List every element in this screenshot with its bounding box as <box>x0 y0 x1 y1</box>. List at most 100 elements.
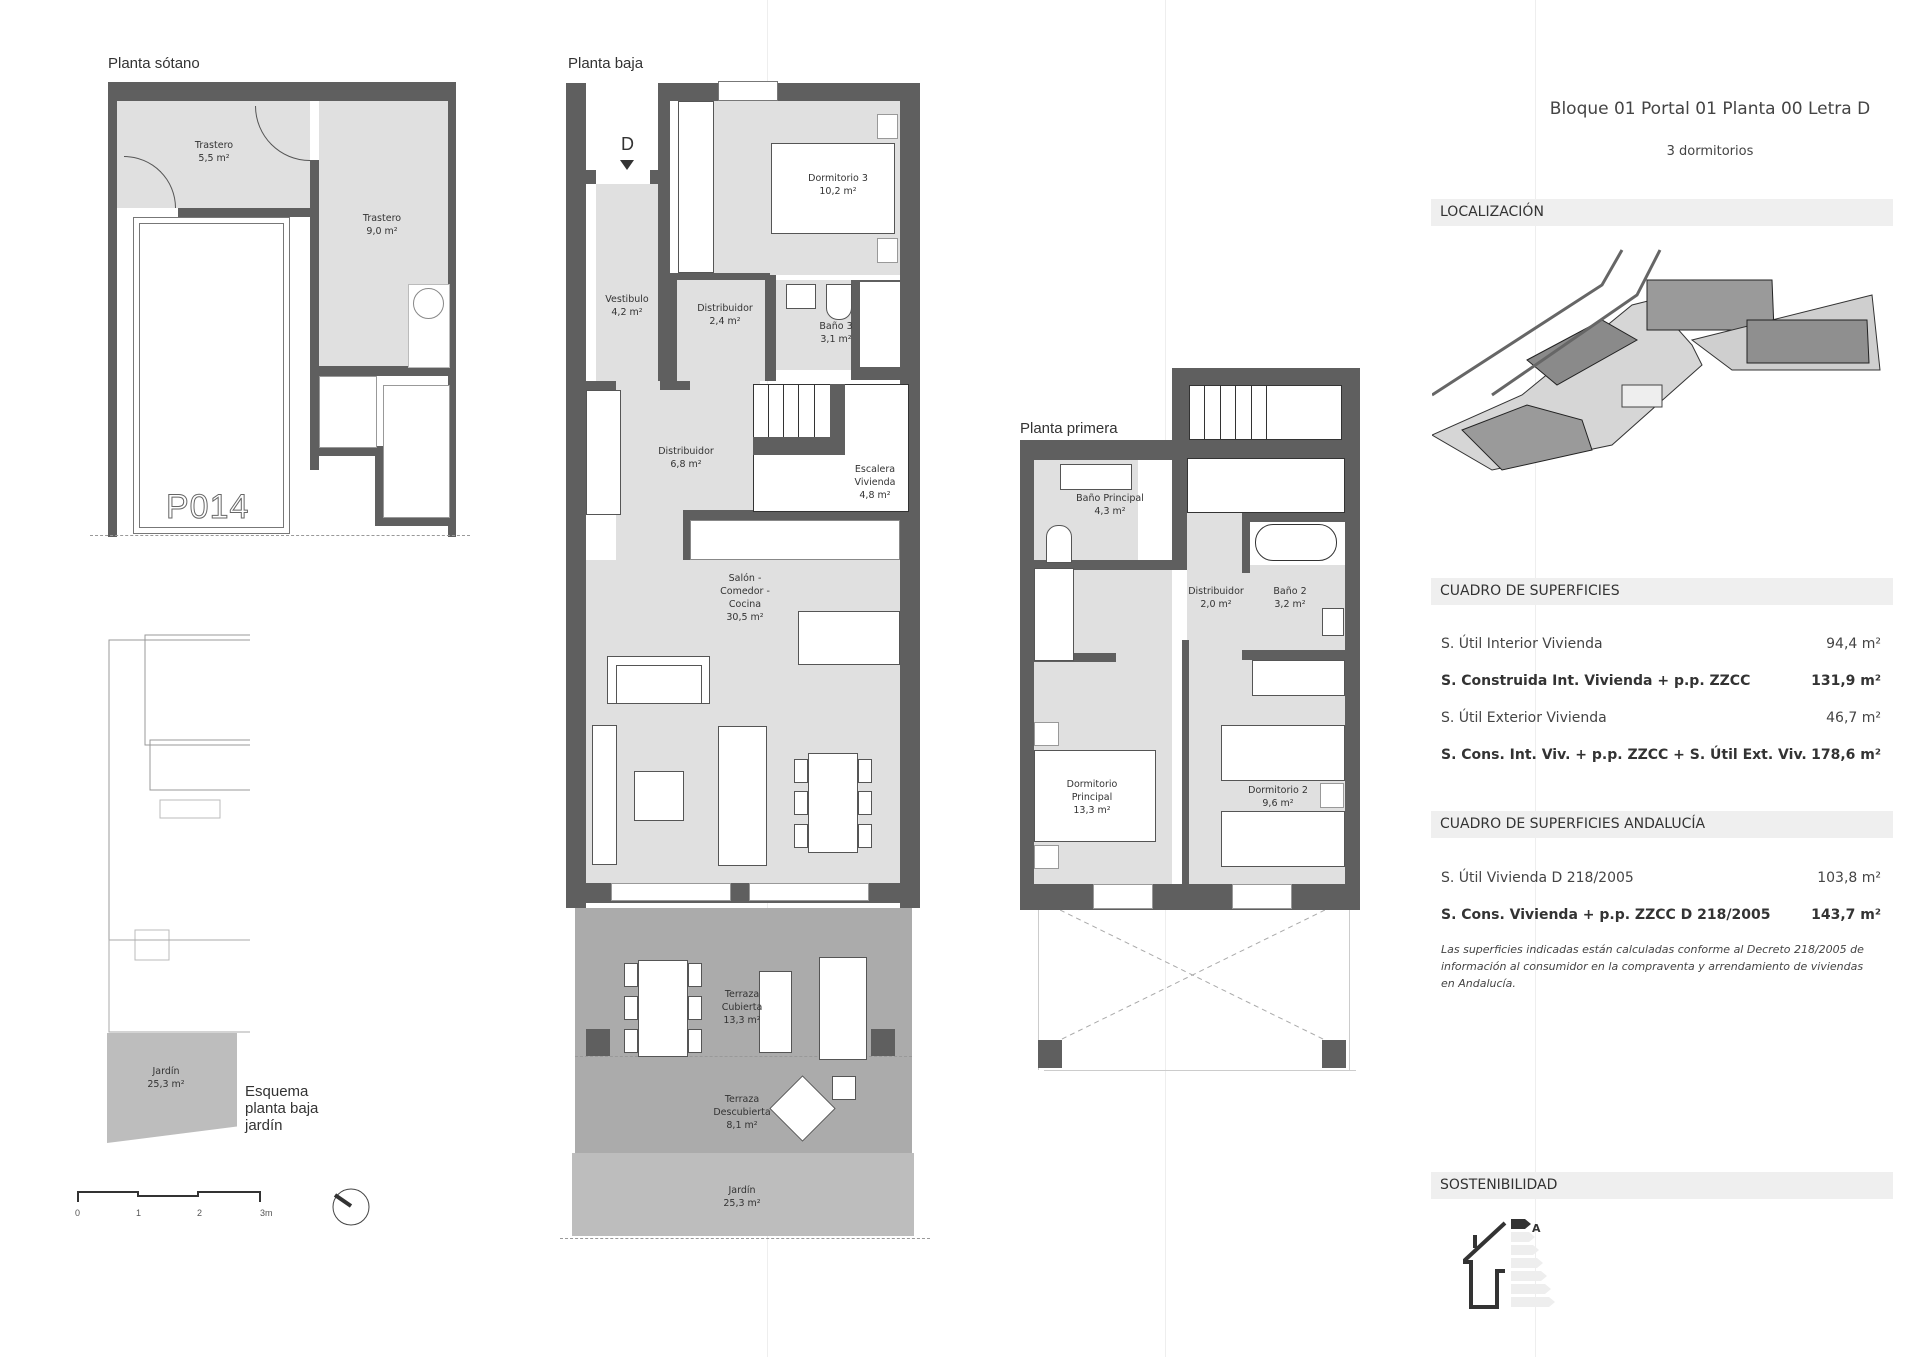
row-label: S. Útil Vivienda D 218/2005 <box>1441 870 1634 886</box>
stair-step <box>1220 385 1221 440</box>
wall <box>658 83 670 383</box>
chair <box>794 824 808 848</box>
wall <box>586 170 596 184</box>
bed <box>771 143 895 234</box>
scale-tick: 2 <box>197 1208 203 1218</box>
andalucia-row: S. Cons. Vivienda + p.p. ZZCC D 218/2005… <box>1441 907 1881 923</box>
wall <box>310 446 380 456</box>
stair-step <box>768 385 769 437</box>
nightstand <box>877 238 898 263</box>
column <box>871 1029 895 1056</box>
column <box>1038 1040 1062 1068</box>
andalucia-note: Las superficies indicadas están calculad… <box>1441 943 1864 990</box>
stair-step <box>1235 385 1236 440</box>
stair-wall <box>753 437 845 455</box>
schema-title-line: planta baja <box>245 1100 319 1117</box>
wall <box>108 82 117 537</box>
scale-bar-graphic <box>77 1191 261 1202</box>
schema-outline <box>108 634 250 1033</box>
row-value: 94,4 m² <box>1826 636 1881 652</box>
double-sink <box>1060 464 1132 490</box>
stair <box>1187 458 1345 513</box>
wall <box>1242 650 1345 660</box>
parking-space <box>133 217 290 534</box>
toilet <box>826 284 852 320</box>
scale-tick: 1 <box>136 1208 142 1218</box>
chair <box>858 791 872 815</box>
entrance-letter: D <box>621 134 634 154</box>
wall <box>1182 640 1189 884</box>
window <box>718 81 778 101</box>
outdoor-table <box>638 960 688 1057</box>
schema-title-line: Esquema <box>245 1083 309 1100</box>
wall <box>566 83 586 908</box>
stair-step <box>1266 385 1267 440</box>
nightstand <box>1034 845 1059 869</box>
section-header-localizacion: LOCALIZACIÓN <box>1431 199 1893 226</box>
superficie-row: S. Cons. Int. Viv. + p.p. ZZCC + S. Útil… <box>1441 747 1881 763</box>
energy-rating: A <box>1532 1222 1541 1235</box>
chair <box>688 996 702 1020</box>
location-render-image <box>1432 249 1881 471</box>
stair <box>1189 385 1342 440</box>
chair <box>624 1029 638 1053</box>
sink <box>786 284 816 309</box>
plan-title-primera: Planta primera <box>1020 420 1118 437</box>
row-value: 178,6 m² <box>1811 747 1881 763</box>
wall <box>1242 513 1352 522</box>
wall <box>1345 368 1360 910</box>
pergola-outline <box>1038 910 1350 1070</box>
wall <box>670 273 770 280</box>
unit-subtitle: 3 dormitorios <box>1666 144 1754 159</box>
wall <box>448 82 456 537</box>
sink <box>1322 608 1344 636</box>
section-header-sostenibilidad: SOSTENIBILIDAD <box>1431 1172 1893 1199</box>
stair-flight <box>383 385 450 518</box>
wall <box>586 381 616 391</box>
bed <box>1034 750 1156 842</box>
nightstand <box>877 114 898 139</box>
section-header-superficies: CUADRO DE SUPERFICIES <box>1431 578 1893 605</box>
window <box>1093 884 1153 909</box>
wall <box>1172 440 1187 570</box>
wall <box>310 160 319 470</box>
schema-garden <box>107 1033 237 1143</box>
outdoor-bench <box>759 971 792 1053</box>
wall <box>660 381 690 390</box>
wall <box>375 446 383 526</box>
wall <box>670 280 677 381</box>
stair-step <box>814 385 815 437</box>
window <box>1232 884 1292 909</box>
stair-wall <box>830 384 845 439</box>
window <box>611 883 731 901</box>
stair-flight <box>319 376 377 448</box>
wardrobe <box>1034 568 1074 661</box>
row-label: S. Construida Int. Vivienda + p.p. ZZCC <box>1441 673 1751 689</box>
wardrobe <box>678 101 714 273</box>
entrance-arrow-icon <box>620 160 634 170</box>
chair <box>794 759 808 783</box>
wall <box>178 208 318 217</box>
bed <box>1221 811 1345 867</box>
toilet <box>1046 525 1072 563</box>
stair-step <box>1204 385 1205 440</box>
shower <box>1138 460 1172 560</box>
outdoor-sofa <box>819 957 867 1060</box>
garden <box>572 1153 914 1236</box>
pergola-line <box>1044 1070 1356 1071</box>
water-heater-circle <box>413 288 444 319</box>
wall <box>900 83 920 908</box>
sofa-seat <box>616 665 702 704</box>
tv-unit <box>592 725 617 865</box>
schema-title-line: jardín <box>245 1117 283 1134</box>
